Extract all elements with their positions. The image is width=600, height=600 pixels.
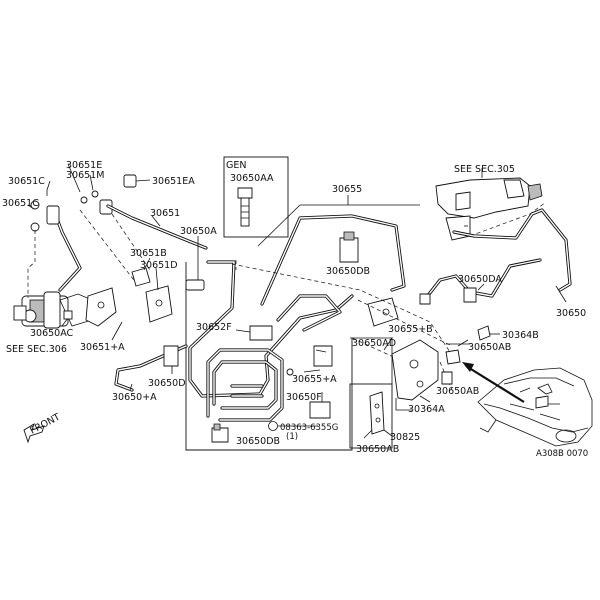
label-30651M: 30651M bbox=[66, 170, 104, 181]
label-30650: 30650 bbox=[556, 308, 586, 319]
label-30650DB-top: 30650DB bbox=[326, 266, 370, 277]
label-30650AC: 30650AC bbox=[30, 328, 74, 339]
hose-fitting-left bbox=[30, 200, 60, 232]
label-30650AB-bottom: 30650AB bbox=[356, 444, 399, 455]
label-30651B: 30651B bbox=[130, 248, 167, 259]
label-30651E: 30651E bbox=[66, 160, 102, 171]
bolt-30650AA bbox=[237, 187, 253, 227]
gen-box bbox=[223, 156, 289, 238]
label-30650A: 30650A bbox=[180, 226, 217, 237]
label-30655: 30655 bbox=[332, 184, 362, 195]
label-30364B: 30364B bbox=[502, 330, 539, 341]
bracket-30651B bbox=[131, 267, 173, 323]
label-screw-qty: (1) bbox=[286, 432, 298, 442]
label-30650DB-bottom: 30650DB bbox=[236, 436, 280, 447]
bracket-30364A bbox=[391, 339, 439, 411]
label-30652F: 30652F bbox=[196, 322, 232, 333]
label-30651: 30651 bbox=[150, 208, 180, 219]
label-30655A: 30655+A bbox=[292, 374, 337, 385]
label-30651C-lower: 30651C bbox=[2, 198, 39, 209]
label-30651A: 30651+A bbox=[80, 342, 125, 353]
label-30650AB-mid: 30650AB bbox=[468, 342, 511, 353]
label-30650AA: 30650AA bbox=[230, 173, 274, 184]
label-30655B: 30655+B bbox=[388, 324, 433, 335]
label-30651C-top: 30651C bbox=[8, 176, 45, 187]
label-front: FRONT bbox=[28, 412, 62, 437]
master-cylinder bbox=[435, 177, 543, 241]
front-arrow-icon bbox=[23, 422, 45, 444]
label-30651EA: 30651EA bbox=[152, 176, 195, 187]
label-30650D: 30650D bbox=[148, 378, 186, 389]
label-30825: 30825 bbox=[390, 432, 420, 443]
car-sketch bbox=[477, 367, 593, 447]
label-see-sec-306: SEE SEC.306 bbox=[6, 344, 67, 355]
label-30364A: 30364A bbox=[408, 404, 445, 415]
coil-pipe bbox=[206, 294, 342, 422]
diagram-code: A308B 0070 bbox=[536, 449, 588, 459]
label-30650AB-low: 30650AB bbox=[436, 386, 479, 397]
label-screw: 08363-6355G bbox=[280, 423, 338, 433]
label-30650DA: 30650DA bbox=[458, 274, 502, 285]
label-30650F: 30650F bbox=[286, 392, 322, 403]
label-30650AD: 30650AD bbox=[352, 338, 396, 349]
label-see-sec-305: SEE SEC.305 bbox=[454, 164, 515, 175]
label-30650-plus-A: 30650+A bbox=[112, 392, 157, 403]
label-gen: GEN bbox=[226, 160, 246, 171]
label-30651D: 30651D bbox=[140, 260, 178, 271]
operating-cylinder bbox=[13, 291, 93, 329]
cylinder-bracket bbox=[85, 287, 117, 327]
bracket-30825-box bbox=[349, 383, 393, 449]
